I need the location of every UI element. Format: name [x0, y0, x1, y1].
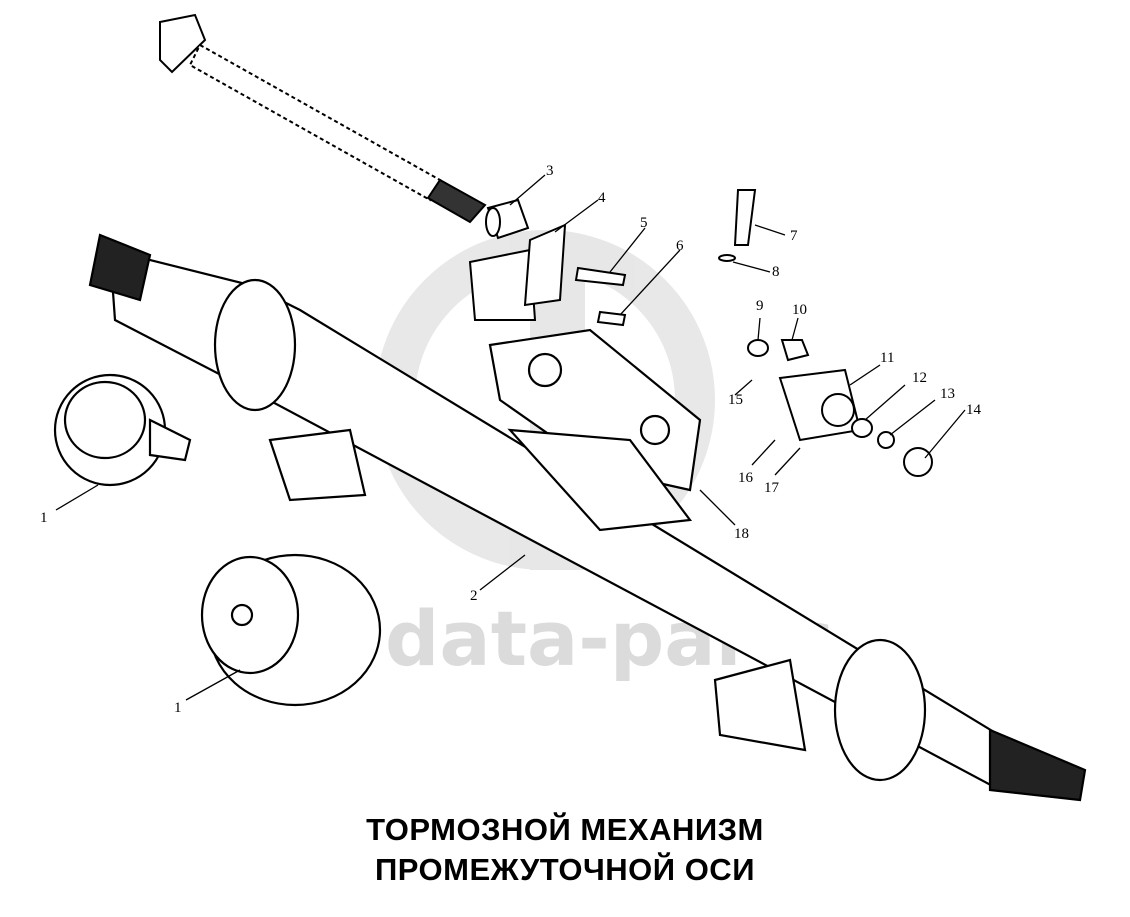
callout-12: 12	[912, 370, 927, 386]
callout-10: 10	[792, 302, 807, 318]
leader-lines	[55, 174, 966, 701]
callout-2: 2	[470, 588, 478, 604]
callout-4: 4	[598, 190, 606, 206]
diagram-title-line1: ТОРМОЗНОЙ МЕХАНИЗМ	[366, 812, 764, 847]
callout-1a: 1	[40, 510, 48, 526]
callout-14: 14	[966, 402, 982, 418]
brake-chamber-lower	[200, 553, 382, 707]
callout-7: 7	[790, 228, 798, 244]
callout-9: 9	[756, 298, 764, 314]
callout-18: 18	[734, 526, 749, 542]
callout-17: 17	[764, 480, 780, 496]
callout-15: 15	[728, 392, 743, 408]
bushing-part	[485, 198, 530, 240]
axle-housing	[88, 233, 1087, 802]
bolts-and-brackets	[468, 189, 933, 477]
callout-5: 5	[640, 215, 648, 231]
callout-3: 3	[546, 163, 554, 179]
callout-1b: 1	[174, 700, 182, 716]
brake-chamber-upper	[53, 373, 192, 487]
callout-11: 11	[880, 350, 894, 366]
callout-13: 13	[940, 386, 955, 402]
drive-shaft	[159, 13, 487, 224]
callout-6: 6	[676, 238, 684, 254]
callout-16: 16	[738, 470, 754, 486]
diagram-title-line2: ПРОМЕЖУТОЧНОЙ ОСИ	[375, 852, 755, 887]
callout-8: 8	[772, 264, 780, 280]
callout-labels: 1 1 2 3 4 5 6 7 8 9 10 11 12 13 14 15 16…	[40, 163, 982, 716]
